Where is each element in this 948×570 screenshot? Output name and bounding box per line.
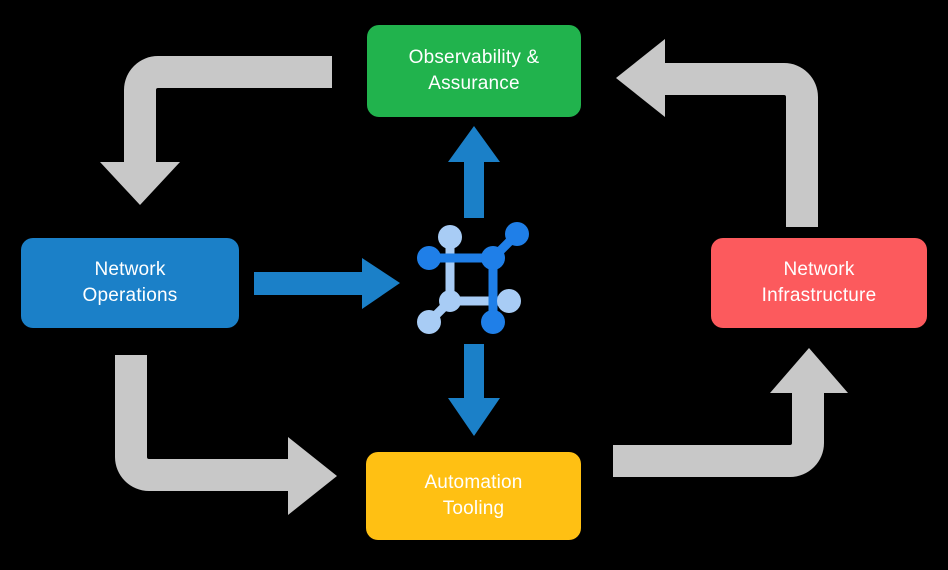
node-automation-tooling-label: Automation Tooling [424,472,523,519]
network-topology-icon [417,222,529,334]
node-network-infrastructure-label: Network Infrastructure [761,259,877,306]
connector-network-operations-to-center [254,258,400,309]
node-automation-tooling[interactable]: Automation Tooling [366,452,581,540]
connector-automation-tooling-to-network-infrastructure [613,348,848,477]
connector-center-to-automation-tooling [448,344,500,436]
connector-network-operations-to-automation-tooling [115,355,337,515]
node-observability-assurance[interactable]: Observability & Assurance [367,25,581,117]
node-observability-assurance-label: Observability & Assurance [408,47,540,94]
node-network-operations[interactable]: Network Operations [21,238,239,328]
node-network-infrastructure[interactable]: Network Infrastructure [711,238,927,328]
connector-network-infrastructure-to-observability [616,39,818,227]
connector-center-to-observability [448,126,500,218]
node-network-operations-label: Network Operations [82,259,178,306]
connector-observability-to-network-operations [100,56,332,205]
